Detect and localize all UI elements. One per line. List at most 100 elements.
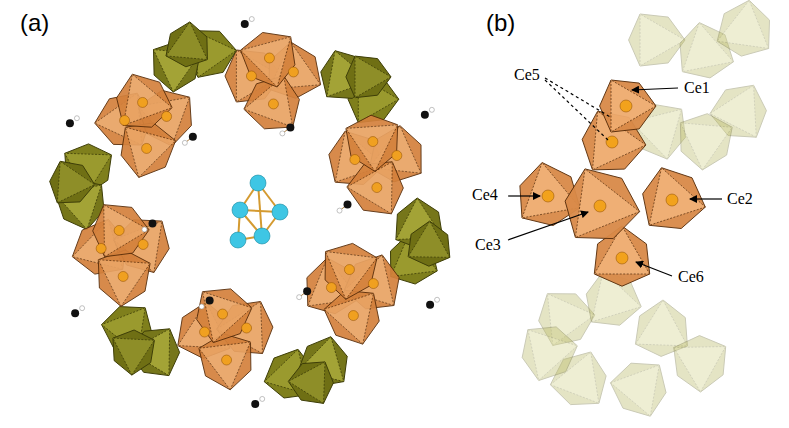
atom: [616, 252, 628, 264]
octahedron-outline: [611, 363, 667, 416]
atom: [222, 355, 232, 365]
octahedron-face: [674, 347, 726, 393]
octahedron-outline: [717, 0, 769, 56]
atom: [344, 201, 352, 209]
octahedron-outline: [98, 250, 150, 306]
octahedron-outline: [197, 289, 252, 343]
octahedron: [717, 0, 769, 56]
octahedron: [325, 243, 377, 299]
octahedron: [199, 334, 251, 390]
octahedron-outline: [600, 80, 656, 132]
atom: [138, 97, 148, 107]
atom: [594, 200, 606, 212]
octahedron-face: [113, 338, 154, 375]
atom: [80, 306, 85, 311]
octahedron-face: [611, 80, 656, 132]
octahedron-outline: [121, 123, 176, 177]
atom: [297, 295, 302, 300]
atom: [348, 311, 358, 321]
octahedron-face: [575, 169, 639, 238]
leader-line: [545, 78, 612, 118]
atom-label: Ce3: [473, 236, 503, 254]
atom-label: Ce4: [470, 186, 500, 204]
octahedron-face: [166, 22, 207, 60]
octahedron-face: [326, 252, 378, 300]
octahedron-face: [528, 330, 577, 381]
atom: [435, 297, 440, 302]
octahedron-outline: [674, 336, 726, 392]
atom: [326, 283, 336, 293]
octahedron: [113, 330, 154, 375]
octahedron: [50, 161, 95, 203]
atom: [429, 107, 434, 112]
octahedron-face: [347, 162, 392, 214]
atom: [114, 225, 124, 235]
octahedron-outline: [50, 161, 95, 203]
atom: [426, 301, 434, 309]
octahedron-face: [98, 260, 150, 307]
octahedron: [600, 80, 656, 132]
atom: [350, 155, 360, 165]
atom: [666, 194, 678, 206]
atom-label: Ce1: [682, 79, 712, 97]
atom: [260, 396, 265, 401]
atom: [118, 271, 128, 281]
octahedron-face: [125, 127, 175, 177]
octahedron-outline: [565, 169, 640, 239]
atom: [148, 219, 156, 227]
atom-label: Ce2: [725, 190, 755, 208]
octahedron-face: [104, 205, 149, 257]
octahedron: [522, 327, 577, 381]
octahedron: [408, 221, 450, 266]
atom: [242, 323, 252, 333]
atom: [199, 304, 204, 309]
octahedron-outline: [408, 221, 450, 266]
leader-arrow: [632, 88, 678, 90]
atom: [182, 140, 187, 145]
octahedron-outline: [117, 74, 173, 127]
atom: [241, 20, 249, 28]
atom: [254, 228, 270, 244]
octahedron-face: [241, 37, 291, 87]
atom: [200, 327, 210, 337]
octahedron: [346, 115, 398, 171]
panel-label: (a): [18, 10, 51, 36]
atom: [249, 17, 254, 22]
octahedron-face: [57, 161, 94, 203]
atom: [372, 183, 382, 193]
leader-arrow: [508, 212, 588, 240]
leader-arrow: [636, 262, 672, 276]
atom: [606, 136, 618, 148]
atom: [138, 239, 148, 249]
atom: [120, 115, 130, 125]
octahedron-outline: [288, 362, 333, 404]
octahedron-face: [680, 123, 732, 170]
atom: [66, 119, 74, 127]
atom: [142, 143, 152, 153]
octahedron: [98, 250, 150, 306]
octahedron: [166, 22, 207, 67]
octahedron-outline: [629, 14, 685, 66]
atom: [620, 100, 632, 112]
octahedron: [324, 291, 379, 345]
octahedron: [346, 56, 391, 98]
atom-label: Ce5: [512, 66, 542, 84]
octahedron-face: [203, 292, 252, 343]
atom: [368, 279, 378, 289]
octahedron: [241, 33, 295, 88]
atom: [189, 133, 197, 141]
atom: [272, 204, 288, 220]
octahedron-face: [123, 74, 172, 125]
atom: [96, 243, 106, 253]
atom: [288, 67, 298, 77]
atom: [250, 175, 266, 191]
panel-label: (b): [484, 10, 517, 36]
atom: [218, 309, 228, 319]
octahedron-face: [408, 221, 450, 257]
atom: [230, 232, 246, 248]
octahedron: [197, 289, 252, 343]
octahedron: [121, 123, 176, 177]
atom: [74, 116, 79, 121]
octahedron-outline: [325, 243, 377, 299]
